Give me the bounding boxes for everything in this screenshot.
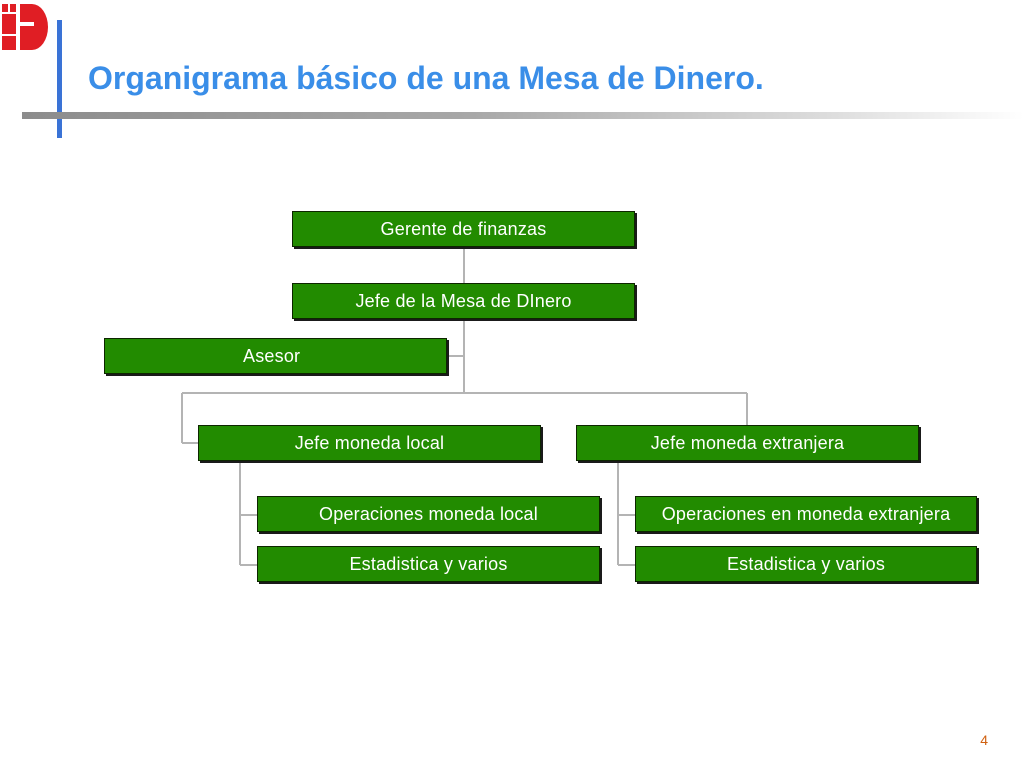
- org-box-label: Asesor: [243, 345, 301, 366]
- org-box-gerente-finanzas: Gerente de finanzas: [292, 211, 635, 247]
- logo-icon: [0, 0, 50, 54]
- org-box-jefe-moneda-local: Jefe moneda local: [198, 425, 541, 461]
- org-box-label: Jefe moneda local: [294, 432, 445, 453]
- org-box-estadistica-local: Estadistica y varios: [257, 546, 600, 582]
- org-box-estadistica-extranjera: Estadistica y varios: [635, 546, 977, 582]
- title-accent-bar: [57, 20, 62, 138]
- org-box-label: Estadistica y varios: [349, 553, 508, 574]
- org-box-jefe-moneda-extranjera: Jefe moneda extranjera: [576, 425, 919, 461]
- org-box-operaciones-local: Operaciones moneda local: [257, 496, 600, 532]
- org-box-label: Jefe moneda extranjera: [650, 432, 845, 453]
- org-box-label: Operaciones moneda local: [319, 503, 538, 524]
- title-divider: [22, 112, 1024, 119]
- org-box-label: Jefe de la Mesa de DInero: [355, 290, 572, 311]
- org-box-operaciones-extranjera: Operaciones en moneda extranjera: [635, 496, 977, 532]
- org-box-label: Operaciones en moneda extranjera: [661, 503, 951, 524]
- org-box-label: Gerente de finanzas: [380, 218, 547, 239]
- page-number: 4: [980, 732, 988, 748]
- org-box-asesor: Asesor: [104, 338, 447, 374]
- org-box-jefe-mesa: Jefe de la Mesa de DInero: [292, 283, 635, 319]
- slide-title: Organigrama básico de una Mesa de Dinero…: [88, 60, 764, 96]
- org-box-label: Estadistica y varios: [726, 553, 886, 574]
